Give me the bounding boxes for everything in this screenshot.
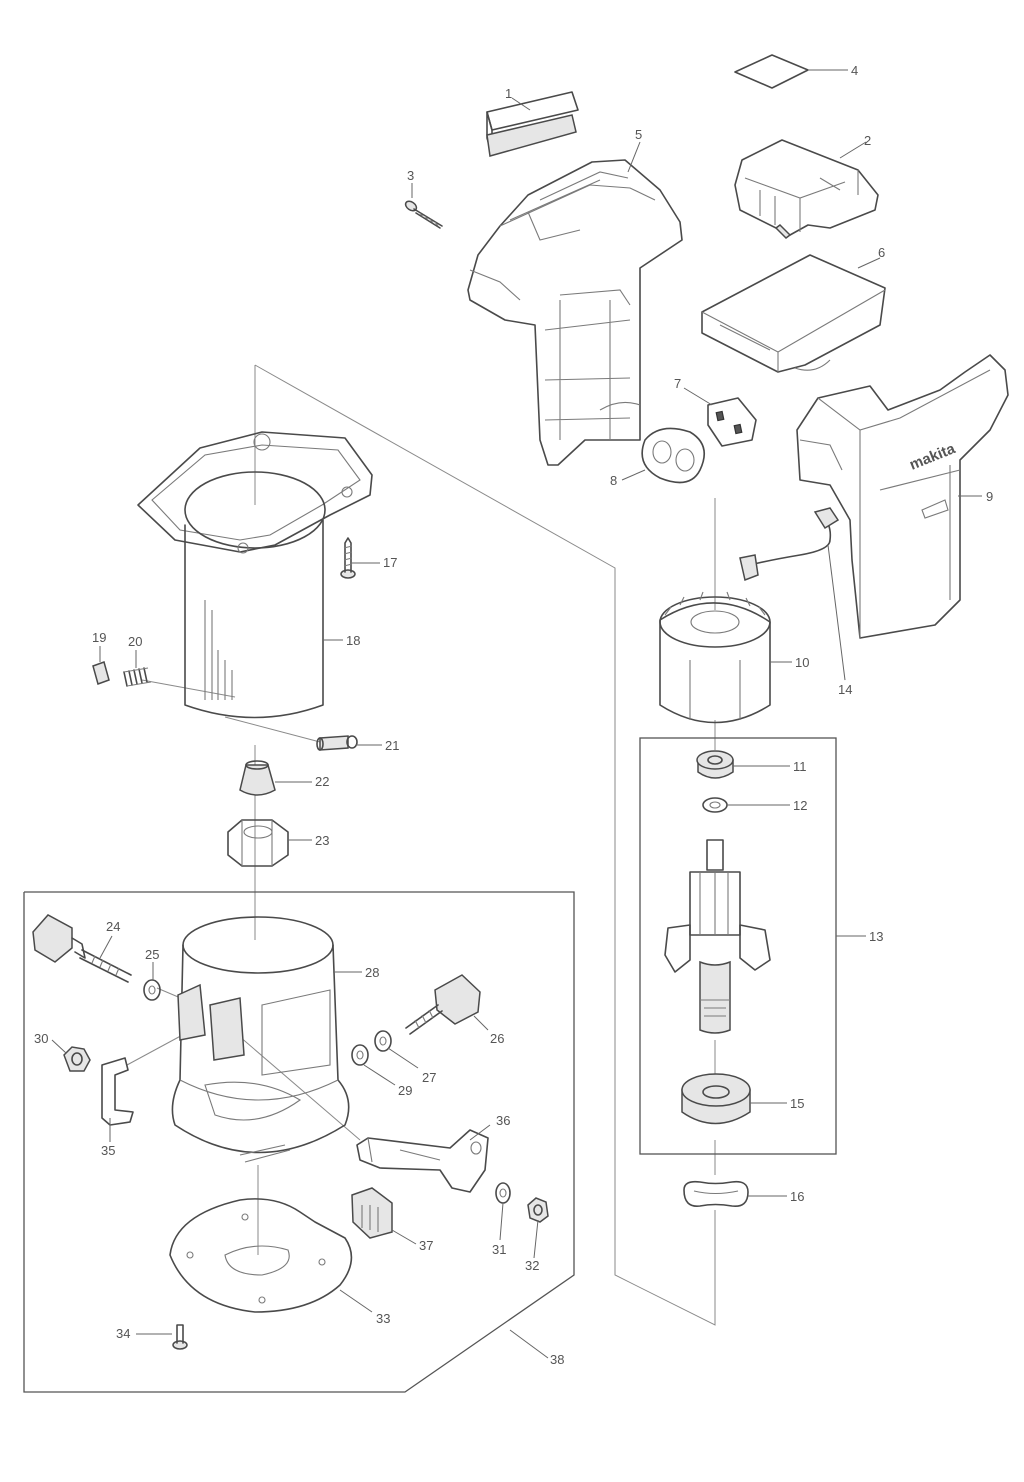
callout-26: 26 xyxy=(490,1031,504,1046)
callout-10: 10 xyxy=(795,655,809,670)
callout-20: 20 xyxy=(128,634,142,649)
callout-leaders xyxy=(51,69,982,1359)
part-collet-nut xyxy=(227,819,289,867)
part-housing-upper xyxy=(467,159,683,466)
part-lock-lever xyxy=(356,1129,489,1193)
part-ball-bearing-11 xyxy=(696,750,734,779)
callout-27: 27 xyxy=(422,1070,436,1085)
callout-19: 19 xyxy=(92,630,106,645)
plunge-base-kit-box xyxy=(23,891,575,1393)
callout-2: 2 xyxy=(864,133,871,148)
part-tapping-screw-3 xyxy=(404,200,443,229)
callout-11: 11 xyxy=(793,759,807,774)
part-thumb-screw-24 xyxy=(32,914,132,983)
part-knob-screw-26 xyxy=(405,974,481,1035)
part-flat-head-screw xyxy=(172,1324,188,1350)
callout-25: 25 xyxy=(145,947,159,962)
callout-17: 17 xyxy=(383,555,397,570)
callout-36: 36 xyxy=(496,1113,510,1128)
part-rubber-ring-16 xyxy=(683,1180,749,1208)
part-rubber-ring xyxy=(641,427,706,484)
part-motor-housing-sleeve xyxy=(137,431,373,719)
callout-15: 15 xyxy=(790,1096,804,1111)
callout-30: 30 xyxy=(34,1031,48,1046)
part-pin xyxy=(316,735,358,751)
callout-7: 7 xyxy=(674,376,681,391)
part-flat-washer-25 xyxy=(143,979,161,1001)
part-pin-cap xyxy=(92,661,110,685)
callout-35: 35 xyxy=(101,1143,115,1158)
callout-29: 29 xyxy=(398,1083,412,1098)
part-tapping-screw-17 xyxy=(340,537,356,579)
callout-8: 8 xyxy=(610,473,617,488)
callout-3: 3 xyxy=(407,168,414,183)
callout-6: 6 xyxy=(878,245,885,260)
callout-labels: 1 2 3 4 5 6 7 8 9 10 11 12 13 14 15 16 1… xyxy=(34,63,993,1367)
part-compression-spring xyxy=(123,667,152,687)
callout-12: 12 xyxy=(793,798,807,813)
callout-4: 4 xyxy=(851,63,858,78)
part-stopper-plate xyxy=(101,1057,134,1126)
part-label-plate xyxy=(486,91,579,157)
part-plunge-base xyxy=(171,916,350,1163)
part-lead-wire xyxy=(739,507,840,582)
callout-9: 9 xyxy=(986,489,993,504)
callout-18: 18 xyxy=(346,633,360,648)
callout-22: 22 xyxy=(315,774,329,789)
part-field xyxy=(659,591,771,724)
callout-38: 38 xyxy=(550,1352,564,1367)
part-base-plate xyxy=(169,1198,353,1313)
part-flat-washer-31 xyxy=(495,1182,511,1204)
armature-kit-box xyxy=(639,737,837,1155)
callout-28: 28 xyxy=(365,965,379,980)
callout-24: 24 xyxy=(106,919,120,934)
callout-34: 34 xyxy=(116,1326,130,1341)
assembly-guide-lines xyxy=(126,364,716,1326)
part-cap xyxy=(351,1187,393,1239)
part-armature xyxy=(664,839,771,1034)
callout-37: 37 xyxy=(419,1238,433,1253)
part-hex-nut-32 xyxy=(527,1197,549,1223)
part-hex-nut-30 xyxy=(63,1046,91,1072)
part-switch-lever xyxy=(707,397,757,447)
callout-5: 5 xyxy=(635,127,642,142)
part-washer-27 xyxy=(374,1030,392,1052)
callout-16: 16 xyxy=(790,1189,804,1204)
part-name-plate xyxy=(734,54,809,89)
callout-32: 32 xyxy=(525,1258,539,1273)
callout-1: 1 xyxy=(505,86,512,101)
part-washer-12 xyxy=(702,797,728,813)
part-controller xyxy=(701,254,886,373)
callout-23: 23 xyxy=(315,833,329,848)
callout-14: 14 xyxy=(838,682,852,697)
callout-33: 33 xyxy=(376,1311,390,1326)
callout-13: 13 xyxy=(869,929,883,944)
part-washer-29 xyxy=(351,1044,369,1066)
part-collet-cone xyxy=(239,760,276,796)
part-ball-bearing-15 xyxy=(681,1073,751,1125)
part-switch xyxy=(734,139,879,239)
callout-31: 31 xyxy=(492,1242,506,1257)
callout-21: 21 xyxy=(385,738,399,753)
